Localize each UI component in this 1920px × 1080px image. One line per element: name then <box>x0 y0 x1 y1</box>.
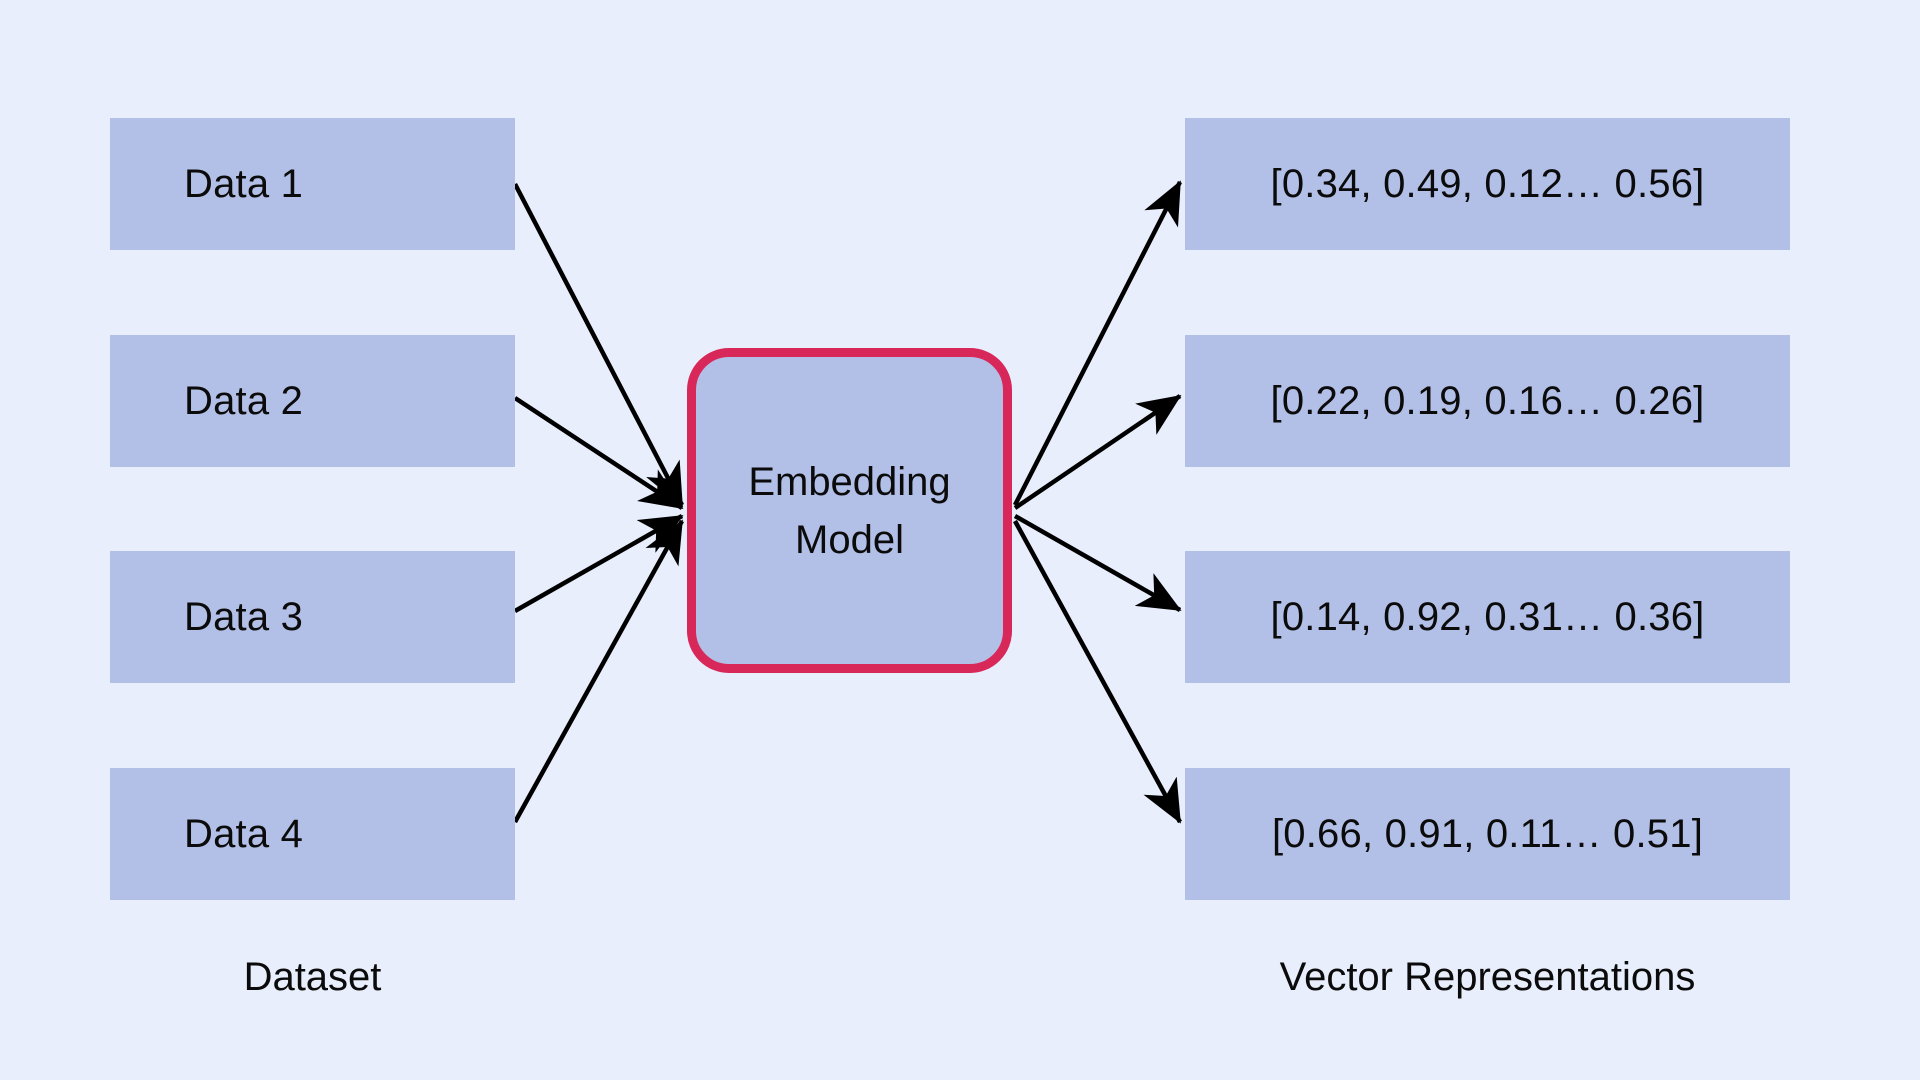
dataset-item-4-label: Data 4 <box>184 811 304 856</box>
arrow-model-to-vector-4 <box>1013 519 1182 824</box>
dataset-item-1-label: Data 1 <box>184 161 304 206</box>
input-arrows <box>513 182 684 824</box>
vector-item-2[interactable]: [0.22, 0.19, 0.16… 0.26] <box>1185 335 1790 467</box>
dataset-item-4[interactable]: Data 4 <box>110 768 515 900</box>
vector-item-1-label: [0.34, 0.49, 0.12… 0.56] <box>1270 161 1705 206</box>
vector-item-3-label: [0.14, 0.92, 0.31… 0.36] <box>1270 594 1705 639</box>
vector-item-4-label: [0.66, 0.91, 0.11… 0.51] <box>1271 811 1704 856</box>
dataset-item-3[interactable]: Data 3 <box>110 551 515 683</box>
arrow-data-3-to-model <box>513 514 684 613</box>
arrow-data-1-to-model <box>513 182 684 507</box>
output-arrows <box>1012 180 1183 824</box>
embedding-model-label-line2: Model <box>795 517 904 562</box>
dataset-item-2-label: Data 2 <box>184 378 304 423</box>
vector-item-3[interactable]: [0.14, 0.92, 0.31… 0.36] <box>1185 551 1790 683</box>
vectors-caption: Vector Representations <box>1279 955 1696 999</box>
embedding-model-label-line1: Embedding <box>748 459 951 504</box>
arrow-data-4-to-model <box>513 519 684 824</box>
arrow-model-to-vector-1 <box>1012 180 1183 507</box>
embedding-model-node[interactable]: Embedding Model <box>687 348 1012 673</box>
arrow-model-to-vector-2 <box>1013 394 1182 510</box>
arrow-model-to-vector-3 <box>1013 514 1182 612</box>
dataset-caption: Dataset <box>243 955 382 999</box>
dataset-item-2[interactable]: Data 2 <box>110 335 515 467</box>
vector-item-1[interactable]: [0.34, 0.49, 0.12… 0.56] <box>1185 118 1790 250</box>
vector-item-2-label: [0.22, 0.19, 0.16… 0.26] <box>1270 378 1705 423</box>
dataset-item-1[interactable]: Data 1 <box>110 118 515 250</box>
vector-item-4[interactable]: [0.66, 0.91, 0.11… 0.51] <box>1185 768 1790 900</box>
arrow-data-2-to-model <box>513 396 684 510</box>
dataset-item-3-label: Data 3 <box>184 594 304 639</box>
